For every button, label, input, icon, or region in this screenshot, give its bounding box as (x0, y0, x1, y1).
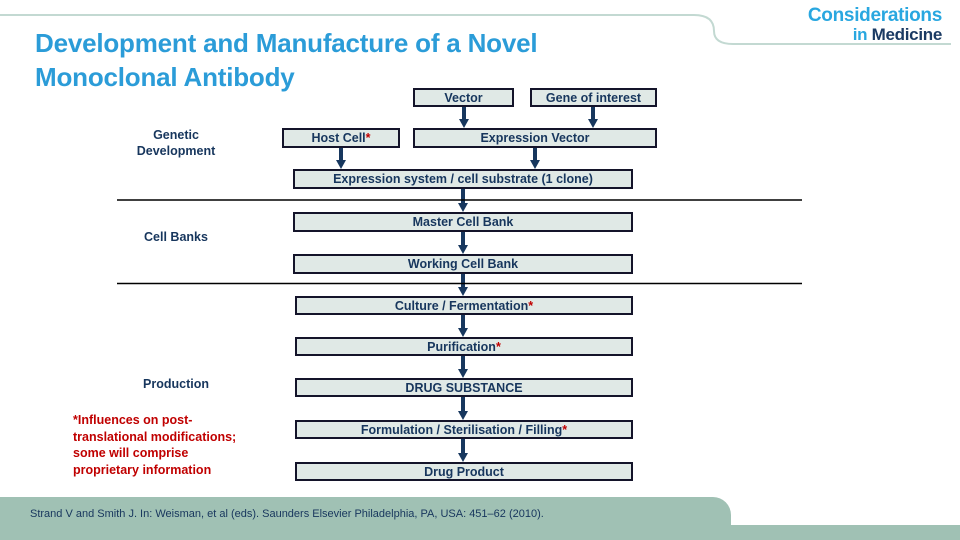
flow-box-working-cell-bank: Working Cell Bank (293, 254, 633, 274)
flow-box-asterisk: * (528, 298, 534, 313)
section-divider-group (117, 199, 802, 285)
flow-box-purification: Purification* (295, 337, 633, 356)
flow-box-expression-vector: Expression Vector (413, 128, 657, 148)
citation-text: Strand V and Smith J. In: Weisman, et al… (30, 508, 544, 520)
flow-box-label: Expression Vector (480, 131, 590, 145)
flow-box-label: Master Cell Bank (412, 215, 514, 229)
section-label-production: Production (143, 377, 209, 391)
logo-line2: in Medicine (808, 24, 943, 44)
flow-box-asterisk: * (495, 339, 501, 354)
flow-box-expression-system: Expression system / cell substrate (1 cl… (293, 169, 633, 189)
flow-box-gene-of-interest: Gene of interest (530, 88, 657, 107)
logo-medicine: Medicine (871, 24, 943, 44)
arrow-group (336, 107, 598, 462)
flow-box-label: Purification (427, 339, 496, 354)
flow-box-formulation-sterilisation-filling: Formulation / Sterilisation / Filling* (295, 420, 633, 439)
flow-box-label: Working Cell Bank (407, 257, 519, 271)
logo-line1: Considerations (807, 5, 942, 26)
flow-box-vector: Vector (413, 88, 514, 107)
flow-box-master-cell-bank: Master Cell Bank (293, 212, 633, 232)
flow-box-label: Vector (444, 90, 483, 105)
flow-box-label: Drug Product (424, 464, 504, 479)
flow-box-asterisk: * (365, 131, 371, 145)
flow-box-label: Gene of interest (545, 90, 642, 105)
flow-box-drug-substance: DRUG SUBSTANCE (295, 378, 633, 397)
flow-box-label: DRUG SUBSTANCE (405, 380, 523, 395)
footnote-asterisk-note: *Influences on post- translational modif… (73, 413, 237, 477)
flow-box-drug-product: Drug Product (295, 462, 633, 481)
flow-box-label: Culture / Fermentation (394, 298, 529, 313)
flow-box-label: Formulation / Sterilisation / Filling (360, 422, 563, 437)
brand-logo: Considerations in Medicine (808, 6, 942, 44)
page-title: Development and Manufacture of a Novel M… (35, 26, 538, 94)
flow-box-label: Expression system / cell substrate (1 cl… (333, 172, 593, 186)
flow-box-host-cell: Host Cell* (282, 128, 400, 148)
section-label-cell-banks: Cell Banks (144, 230, 208, 244)
section-label-genetic-development: Genetic Development (136, 128, 216, 158)
flow-box-asterisk: * (562, 422, 568, 437)
page-title-line2: Monoclonal Antibody (35, 62, 295, 92)
flow-box-culture-fermentation: Culture / Fermentation* (295, 296, 633, 315)
logo-in: in (852, 24, 872, 44)
page-title-line1: Development and Manufacture of a Novel (35, 28, 538, 58)
footer-band-bottom (0, 525, 960, 540)
header-curve (0, 14, 951, 45)
flow-box-label: Host Cell (311, 131, 366, 145)
